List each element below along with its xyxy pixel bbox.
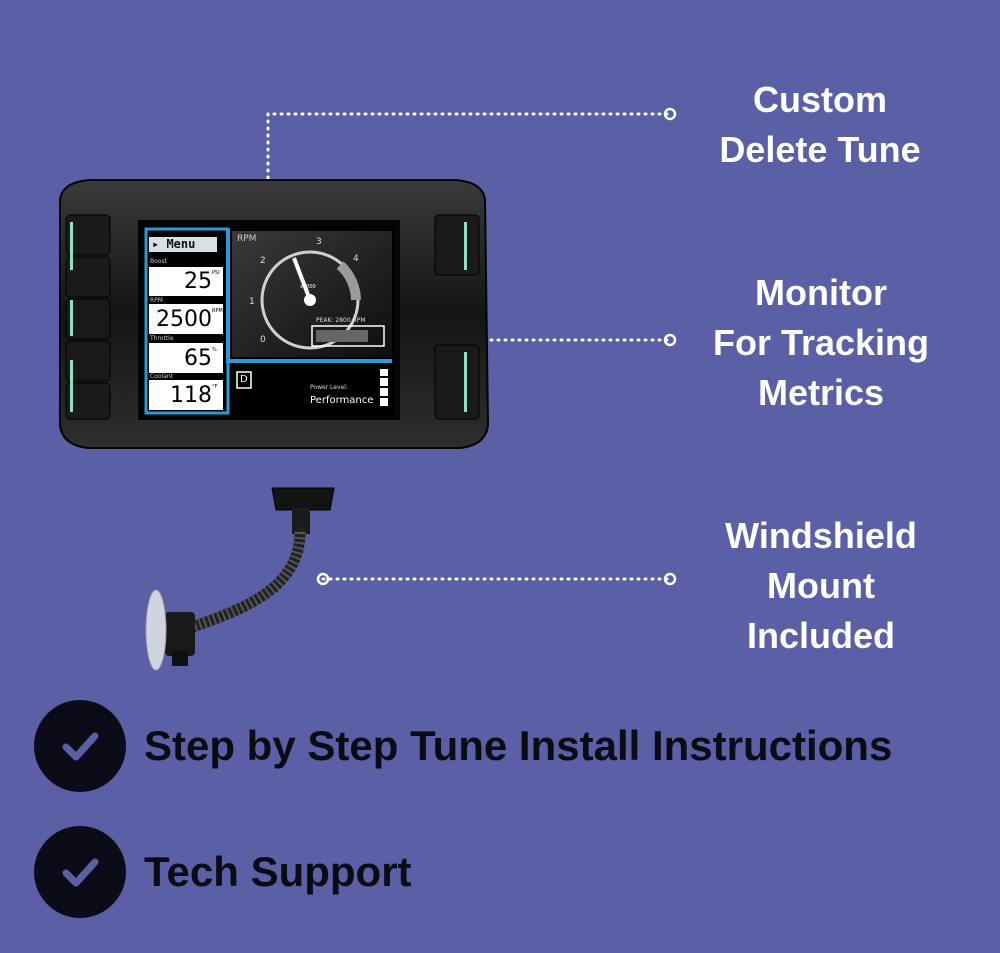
menu-box [149,237,217,252]
power-bar [380,388,388,396]
coolant-box [149,380,223,410]
tach-dial [260,250,360,350]
checklist-item-instructions: Step by Step Tune Install Instructions [34,700,892,792]
gear-box [236,371,252,389]
right-button-led [464,352,467,412]
callout-monitor-line-1: Monitor [755,272,887,313]
tach-hub [304,294,316,306]
left-button-1 [65,214,111,256]
callout-mount: Windshield Mount Included [680,511,962,661]
power-bar [380,378,388,386]
leader-endpoint-monitor [663,333,677,347]
windshield-mount [145,487,335,671]
leader-endpoint-mount [663,572,677,586]
callout-mount-line-3: Included [746,615,895,656]
callout-delete-tune-line-1: Custom [753,79,887,120]
peak-bar-fill [316,330,368,342]
tach-redzone [336,261,361,301]
suction-cup [145,589,167,671]
power-bar [380,398,388,406]
right-button-led [464,222,467,270]
checklist-label: Tech Support [144,848,412,895]
callout-mount-line-2: Mount [767,565,875,606]
peak-bar [311,325,385,347]
mount-plate [271,487,335,511]
suction-lever [172,650,188,666]
throttle-box [149,343,223,373]
left-button-led [70,300,73,336]
boost-box [149,267,223,296]
callout-monitor: Monitor For Tracking Metrics [680,268,962,418]
left-button-2 [65,256,111,298]
leader-endpoint-delete-tune [663,107,677,121]
gooseneck-texture [188,531,306,634]
left-button-led [70,360,73,412]
left-button-3 [65,298,111,340]
callout-monitor-line-3: Metrics [757,372,885,413]
suction-base [165,612,195,656]
callout-delete-tune-line-2: Delete Tune [719,129,921,170]
checklist-label: Step by Step Tune Install Instructions [144,722,893,769]
checkmark-icon [34,700,126,792]
callout-mount-line-1: Windshield [725,515,917,556]
left-button-5 [65,382,111,420]
right-button-2 [434,344,480,420]
screen-divider [230,359,392,363]
left-button-led [70,222,73,270]
left-button-4 [65,340,111,382]
tach-needle [292,257,312,301]
leader-start-mount [316,572,330,586]
checklist-item-tech-support: Tech Support [34,826,412,918]
mount-joint [292,508,310,534]
callout-delete-tune: Custom Delete Tune [680,75,960,175]
right-button-1 [434,214,480,276]
leader-line-delete-tune [266,112,672,257]
callout-monitor-line-2: For Tracking [712,322,930,363]
rpm-box [149,304,223,334]
checkmark-icon [34,826,126,918]
screen-divider-vertical [226,229,230,363]
power-bar [380,369,388,376]
